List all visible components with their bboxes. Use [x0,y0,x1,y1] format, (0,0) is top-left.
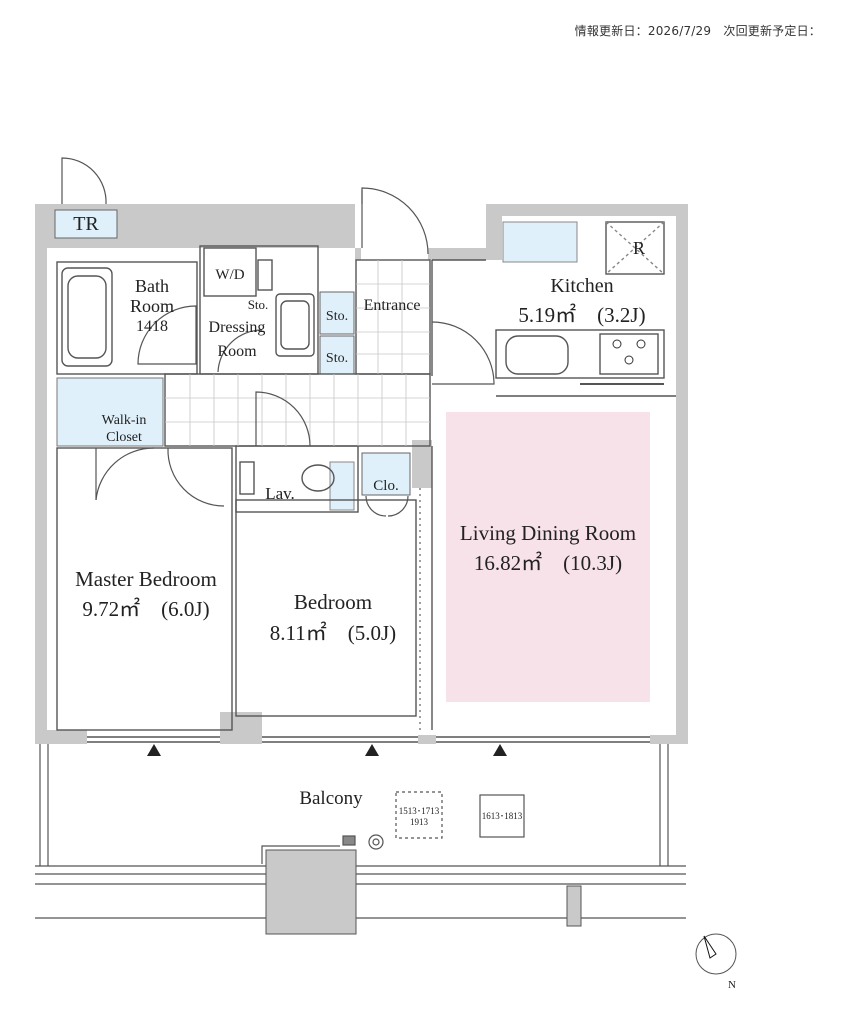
compass-letter: N [728,979,736,991]
sto-upper-area [319,291,355,335]
balcony-label: Balcony [299,788,363,809]
clo-area [361,452,411,496]
stove-burners [612,339,646,365]
unit-box-label-2: 1913 [410,817,429,827]
tile-grid [165,260,430,446]
floors [54,209,650,702]
fridge-label: R [633,238,645,258]
tr-storage [54,209,118,239]
room-labels: TR Bath Room 1418 W/D Sto. Dressing Room… [73,213,645,827]
sto-lower-area [319,335,355,375]
sto-lower-label: Sto. [326,351,348,366]
window-arrows [147,744,507,756]
lav-cabinet [329,461,355,511]
living-highlight [446,412,650,702]
walkin-closet-area [56,377,164,447]
balcony-unit [265,849,357,935]
clo-label: Clo. [373,478,398,494]
dressing-label-1: Dressing [209,319,266,336]
entrance-label: Entrance [364,297,421,314]
balcony-post [566,885,582,927]
walkin-label-1: Walk-in [102,413,147,428]
living-label-1: Living Dining Room [460,521,636,545]
kitchen-label-2: 5.19㎡ (3.2J) [518,303,645,327]
unit-box-label-3: 1613･1813 [482,811,523,821]
walkin-label-2: Closet [106,430,142,445]
bath-label-3: 1418 [136,318,168,335]
bedroom-label-1: Bedroom [294,590,372,614]
wd-label: W/D [215,267,244,283]
bedroom-label-2: 8.11㎡ (5.0J) [270,621,396,645]
unit-box-label-1: 1513･1713 [399,806,440,816]
partitions [56,221,676,743]
bath-label-1: Bath [135,276,169,296]
master-label-2: 9.72㎡ (6.0J) [82,597,209,621]
balcony [35,744,686,919]
living-label-2: 16.82㎡ (10.3J) [474,551,622,575]
master-label-1: Master Bedroom [75,567,217,591]
sto-dressing-label: Sto. [248,297,269,312]
sto-upper-label: Sto. [326,309,348,324]
doors [61,157,495,517]
compass-icon: N [695,933,737,991]
bath-label-2: Room [130,296,174,316]
update-info: 情報更新日：2026/7/29 次回更新予定日： [574,24,821,38]
tr-label: TR [73,213,99,235]
kitchen-counter-top [502,221,578,263]
kitchen-label-1: Kitchen [550,275,613,297]
lav-label: Lav. [265,484,295,503]
dressing-label-2: Room [217,343,257,360]
